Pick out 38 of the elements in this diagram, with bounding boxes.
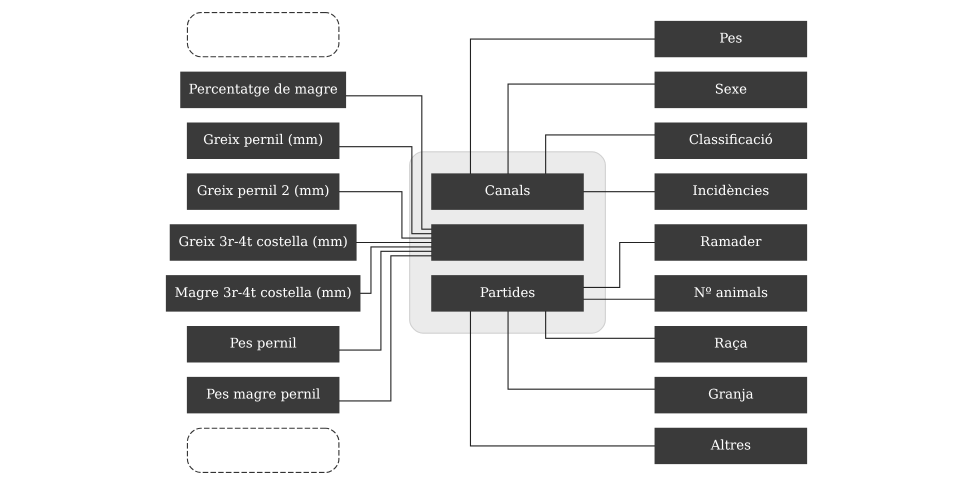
connector [582,191,654,192]
node-box: Sexe [654,72,807,108]
node-box: Nº animals [654,275,807,312]
connector [338,250,432,351]
node-box: Partides [430,275,584,312]
connector [360,246,432,294]
node-box [186,12,339,58]
node-box: Raça [654,326,807,362]
connector [345,95,432,230]
connector [469,38,654,174]
node-box: Canals [430,173,584,210]
node-box: Pes magre pernil [186,376,339,414]
node-box: Granja [654,376,807,414]
node-box: Greix pernil 2 (mm) [186,173,339,210]
node-box: Magre 3r-4t costella (mm) [165,275,360,312]
node-box: Classificació [654,122,807,160]
node-box: Ramader [654,224,807,261]
connector [469,311,654,446]
connector [356,242,432,244]
node-box: Incidències [654,173,807,210]
cluster [408,151,606,334]
connector [544,134,654,174]
node-box [430,224,584,261]
connector [338,255,432,402]
node-box: Pes [654,20,807,58]
connector [582,298,654,300]
connector [338,191,432,239]
connector [582,242,654,288]
connector [544,311,654,339]
node-box [186,428,339,474]
node-box: Greix 3r-4t costella (mm) [169,224,356,261]
node-box: Pes pernil [186,326,339,362]
node-box: Greix pernil (mm) [186,122,339,160]
node-box: Altres [654,428,807,464]
connector [338,146,432,234]
connector [507,83,654,174]
connector [507,311,654,390]
node-box: Percentatge de magre [180,72,346,108]
